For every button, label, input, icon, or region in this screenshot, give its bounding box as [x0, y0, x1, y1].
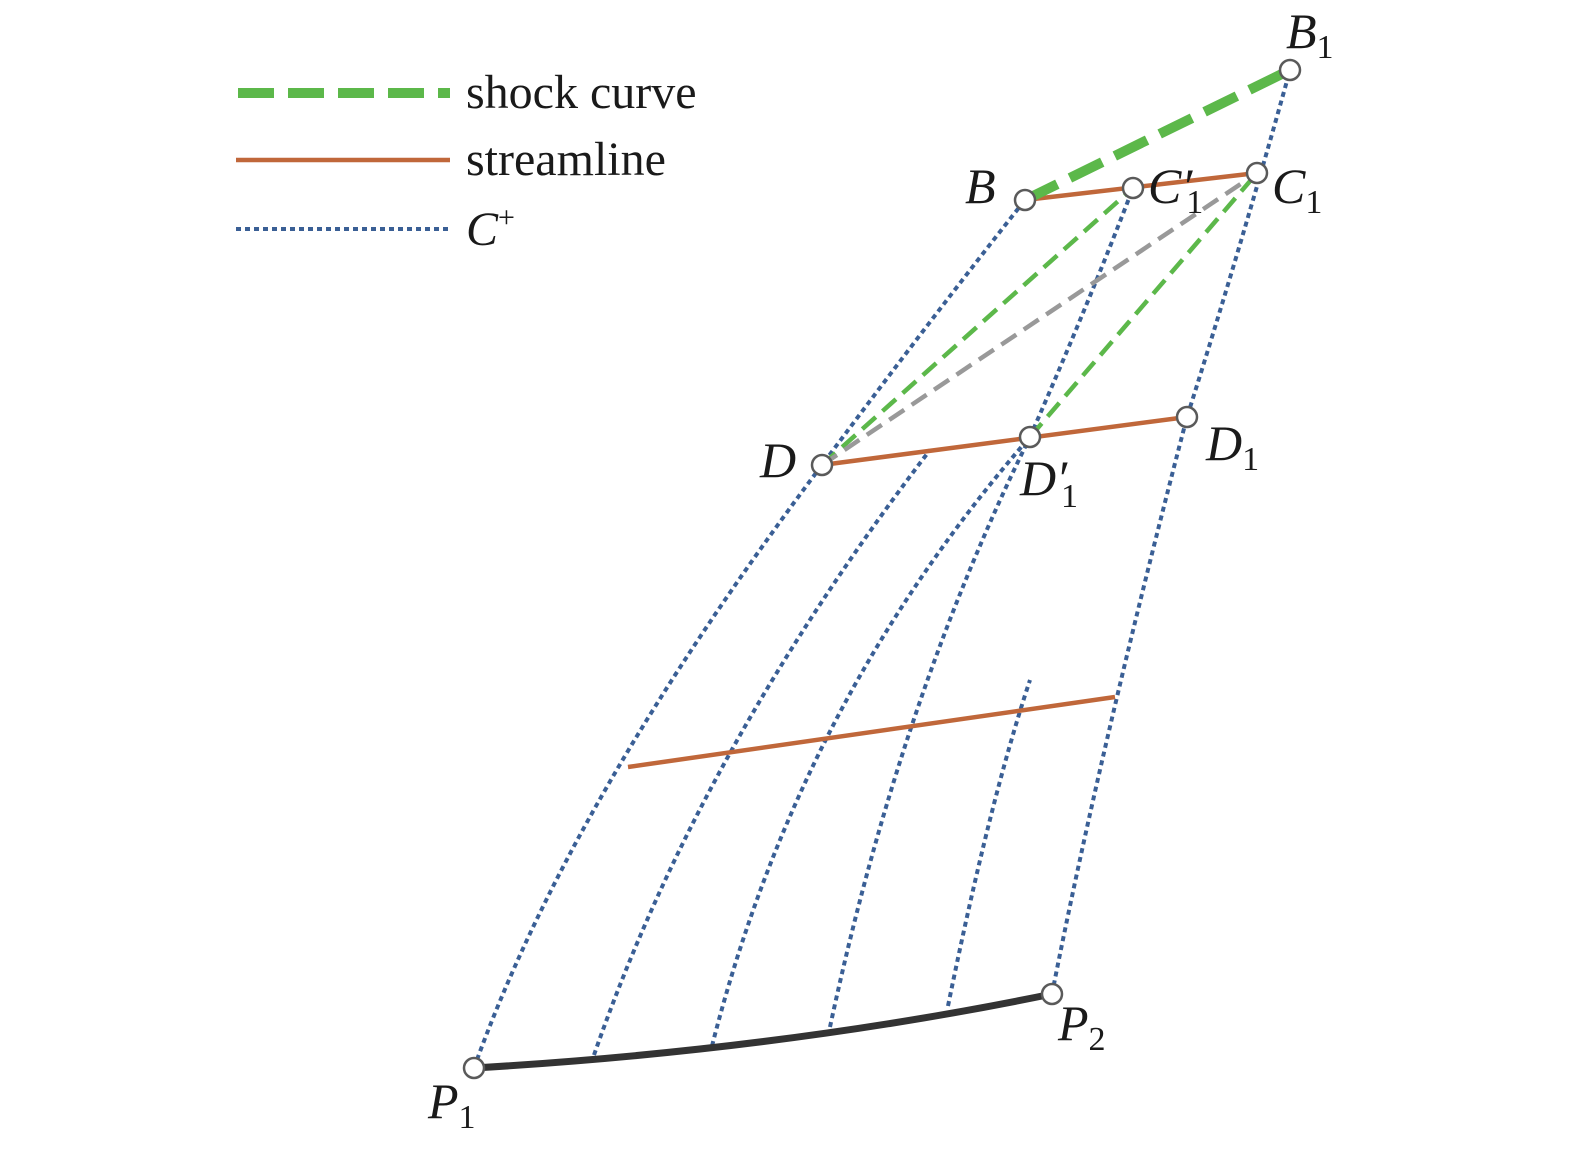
label-B: B — [965, 158, 996, 214]
node-points — [462, 58, 1302, 1080]
label-D1prime: D′1 — [1019, 450, 1078, 515]
label-D1: D1 — [1205, 415, 1259, 478]
label-D: D — [759, 432, 796, 488]
label-C1prime: C′1 — [1148, 158, 1203, 221]
point-D1 — [1175, 405, 1199, 429]
cplus-line-left — [472, 198, 1027, 1069]
legend-cplus-label: C+ — [466, 201, 515, 256]
label-B1: B1 — [1286, 3, 1334, 66]
point-D — [810, 453, 834, 477]
cplus-characteristics — [472, 69, 1292, 1069]
point-labels: B1 B C′1 C1 D D′1 D1 P1 P2 — [427, 3, 1334, 1136]
gray-dash-D-C1 — [820, 171, 1259, 467]
point-C1 — [1245, 161, 1269, 185]
cplus-line-2 — [592, 448, 932, 1056]
legend-cplus-sup: + — [498, 201, 515, 234]
label-P2: P2 — [1057, 995, 1106, 1058]
legend-cplus-main: C — [466, 203, 499, 256]
point-B — [1013, 188, 1037, 212]
streamlines — [627, 170, 1258, 770]
point-C1prime — [1121, 176, 1145, 200]
streamline-lower — [627, 694, 1116, 770]
cplus-line-5 — [946, 679, 1032, 1007]
green-dash-D-C1prime — [820, 186, 1135, 467]
point-B1 — [1278, 58, 1302, 82]
auxiliary-lines — [820, 171, 1259, 467]
streamline-D-D1 — [821, 414, 1188, 468]
legend-shock-label: shock curve — [466, 66, 697, 119]
legend-streamline-label: streamline — [466, 133, 666, 186]
label-P1: P1 — [427, 1073, 476, 1136]
point-D1prime — [1018, 425, 1042, 449]
cplus-line-3 — [710, 187, 1135, 1047]
point-P2 — [1040, 982, 1064, 1006]
green-dash-D1prime-C1 — [1028, 171, 1259, 439]
legend: shock curve streamline C+ — [236, 66, 697, 256]
wall-curve-P1-P2 — [473, 990, 1053, 1072]
cplus-line-4 — [828, 436, 1032, 1028]
point-P1 — [462, 1056, 486, 1080]
cplus-line-right — [1050, 69, 1292, 995]
label-C1: C1 — [1272, 158, 1322, 221]
